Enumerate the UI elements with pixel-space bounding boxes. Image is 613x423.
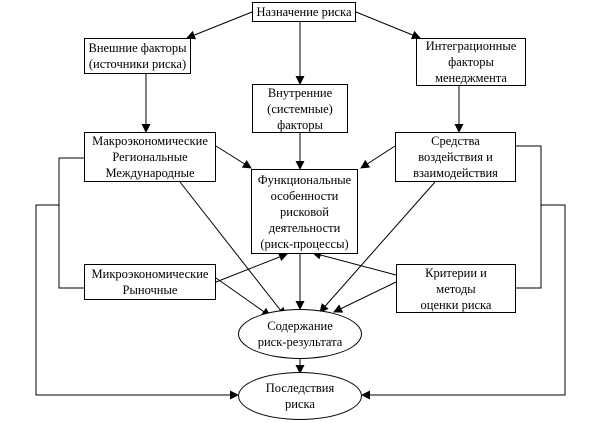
arrow-means-functional [360, 145, 396, 169]
node-internal-factors: Внутренние (системные) факторы [252, 84, 348, 133]
node-means-of-influence-line-2: воздействия и [418, 150, 493, 164]
arrow-means-content [319, 181, 436, 313]
node-functional-features-line-3: рисковой [280, 204, 329, 219]
node-criteria-methods: Критерии и методы оценки риска [396, 264, 516, 313]
node-functional-features-line-2: особенности [270, 188, 339, 203]
node-means-of-influence: Средства воздействия и взаимодействия [395, 132, 516, 182]
node-internal-factors-line-3: факторы [277, 117, 323, 132]
node-functional-features-line-1: Функциональные [257, 172, 352, 187]
node-purpose-line-1: Назначение риска [256, 5, 352, 19]
node-criteria-methods-line-3: оценки риска [420, 297, 492, 312]
node-criteria-methods-line-1: Критерии и [425, 265, 487, 280]
arrow-macro-functional [215, 145, 252, 169]
node-risk-consequences-line-1: Последствия [265, 381, 335, 395]
node-macro-factors-line-1: Макроэкономические [92, 134, 208, 148]
node-micro-factors-line-2: Рыночные [122, 283, 178, 297]
node-integration-factors-line-3: менеджмента [435, 71, 507, 85]
arrow-purpose-integration [355, 11, 421, 40]
arrow-purpose-external [186, 11, 253, 40]
node-external-factors: Внешние факторы (источники риска) [84, 38, 191, 74]
node-means-of-influence-line-3: взаимодействия [413, 166, 498, 180]
node-purpose: Назначение риска [252, 2, 356, 22]
node-internal-factors-line-1: Внутренние [267, 85, 333, 100]
node-risk-result-content-line-2: риск-результата [257, 335, 343, 349]
node-risk-consequences-line-2: риска [285, 397, 315, 411]
node-macro-factors-line-3: Международные [105, 166, 195, 180]
node-functional-features: Функциональные особенности рисковой деят… [251, 169, 358, 254]
arrow-criteria-content [333, 281, 397, 313]
node-risk-consequences: Последствия риска [238, 372, 362, 420]
arrow-criteria-functional [312, 250, 397, 276]
arrow-right-consequences [361, 204, 566, 400]
arrow-left-consequences [35, 204, 239, 400]
node-risk-result-content-line-1: Содержание [267, 319, 333, 333]
node-integration-factors: Интеграционные факторы менеджмента [416, 38, 526, 86]
line-macro-micro-bracket [58, 157, 84, 289]
arrow-macro-content [179, 181, 286, 317]
node-functional-features-line-4: деятельности [268, 220, 341, 235]
node-integration-factors-line-1: Интеграционные [425, 39, 517, 53]
node-macro-factors: Макроэкономические Региональные Междунар… [84, 132, 216, 182]
node-criteria-methods-line-2: методы [436, 281, 476, 296]
node-external-factors-line-2: (источники риска) [88, 57, 187, 71]
line-means-criteria-bracket [516, 145, 542, 289]
node-risk-result-content: Содержание риск-результата [238, 309, 362, 359]
node-internal-factors-line-2: (системные) [267, 101, 333, 116]
node-functional-features-line-5: (риск-процессы) [260, 236, 349, 251]
arrow-micro-functional [215, 252, 288, 283]
node-macro-factors-line-2: Региональные [112, 150, 188, 164]
node-means-of-influence-line-1: Средства [431, 134, 480, 148]
node-external-factors-line-1: Внешние факторы [88, 41, 187, 55]
node-micro-factors-line-1: Микроэкономические [91, 267, 209, 281]
node-integration-factors-line-2: факторы [448, 55, 494, 69]
arrow-micro-content [215, 277, 271, 317]
node-micro-factors: Микроэкономические Рыночные [84, 264, 216, 300]
